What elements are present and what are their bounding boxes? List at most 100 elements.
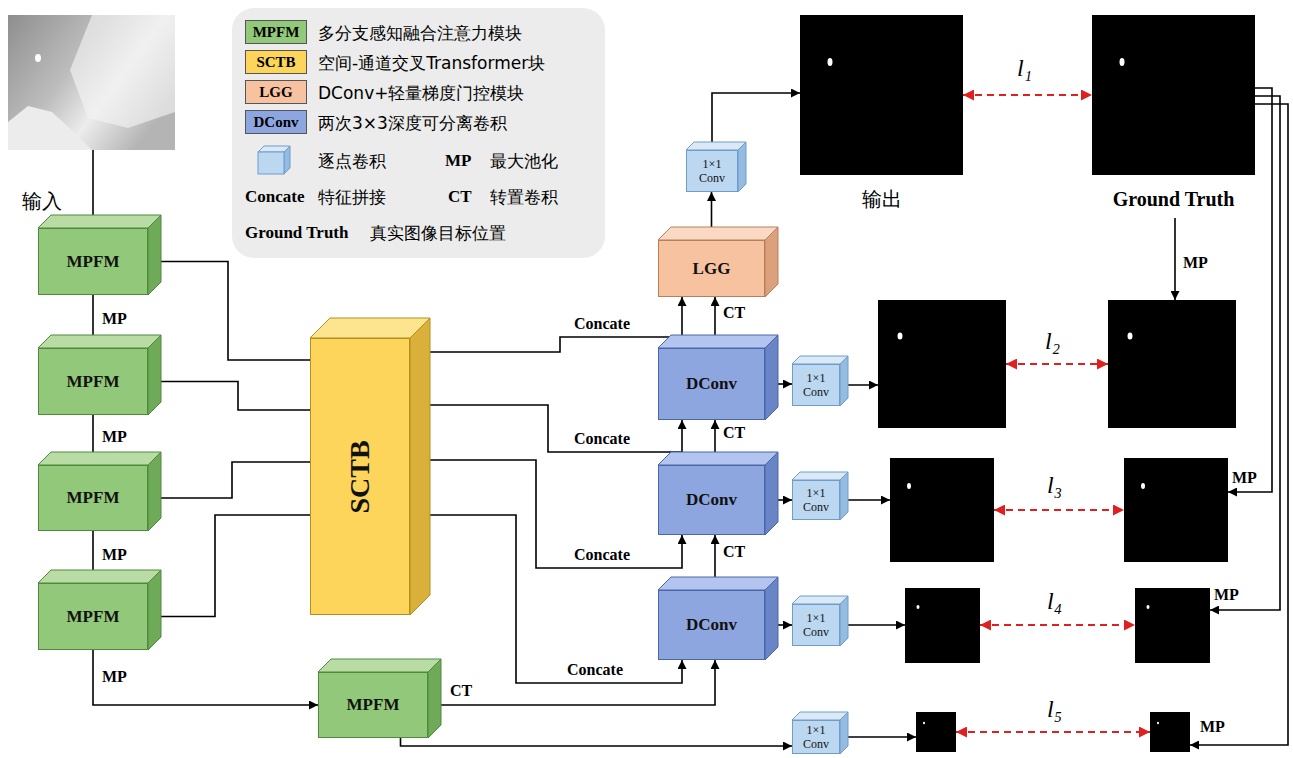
input-image-node: 输入 (8, 15, 175, 150)
edge-label: Concate (572, 430, 632, 448)
legend-text: 空间-通道交叉Transformer块 (318, 52, 545, 74)
cube-side (840, 356, 848, 406)
connector-arrow (712, 93, 800, 150)
legend-panel (232, 8, 605, 258)
cube-side (148, 215, 161, 295)
free-label: 特征拼接 (318, 186, 386, 208)
loss-links (956, 364, 1150, 732)
block-label: 1×1 Conv (799, 371, 833, 399)
connector-arrow (410, 515, 682, 683)
image-caption: Ground Truth (1092, 188, 1255, 211)
free-label: l₃ (1047, 472, 1062, 500)
connector-arrow (148, 262, 310, 361)
legend-swatch: LGG (245, 80, 307, 104)
cube-side (148, 570, 161, 650)
pointwise-conv-block: 1×1 Conv (686, 150, 738, 192)
connector-arrow (148, 515, 310, 617)
cube-top (792, 596, 848, 604)
block-label: 1×1 Conv (799, 486, 833, 514)
swatch-abbreviation: LGG (259, 84, 292, 101)
mpfm-block: MPFM (38, 228, 148, 295)
cube-top (38, 215, 161, 228)
legend-text: 两次3×3深度可分离卷积 (318, 112, 507, 134)
cube-side (765, 452, 778, 535)
mask-images (800, 15, 1255, 752)
swatch-abbreviation: DConv (253, 114, 298, 131)
sctb-block: SCTB (310, 338, 410, 615)
free-label: l₅ (1047, 696, 1062, 724)
block-label: 1×1 Conv (799, 611, 833, 639)
mpfm-block: MPFM (318, 672, 428, 738)
cube-top (310, 318, 430, 338)
output-image-node: 输出 (800, 15, 963, 175)
connector-arrow (410, 297, 682, 352)
block-label: MPFM (67, 607, 120, 627)
cube-top (658, 577, 778, 590)
legend-swatch: SCTB (245, 50, 307, 74)
loss-label: l₁ (1015, 55, 1034, 83)
free-label: l₄ (1047, 588, 1062, 616)
connector-arrow (148, 382, 310, 411)
block-label: 1×1 Conv (799, 723, 833, 751)
connector-arrow (93, 650, 318, 705)
cube-side (765, 577, 778, 660)
cube-top (686, 142, 746, 150)
legend-text: 逐点卷积 (318, 150, 386, 172)
connector-arrow (410, 460, 682, 568)
cube-side (428, 659, 441, 738)
cube-top (38, 452, 161, 465)
cube-top (792, 356, 848, 364)
edge-label: MP (100, 668, 129, 686)
pointwise-conv-block: 1×1 Conv (792, 364, 840, 406)
legend-text: DConv+轻量梯度门控模块 (318, 82, 524, 104)
dconv-block: DConv (658, 348, 765, 420)
input-image (8, 15, 175, 150)
free-label: MP (445, 150, 471, 172)
mpfm-block: MPFM (38, 348, 148, 415)
edge-label: MP (100, 546, 129, 564)
cube-side (148, 335, 161, 415)
cube-top (792, 712, 848, 720)
edge-label: Concate (565, 661, 625, 679)
lgg-block: LGG (658, 240, 765, 297)
edge-label: CT (721, 304, 747, 322)
cube-side (148, 452, 161, 531)
cube-side (840, 712, 848, 754)
connector-arrow (410, 405, 682, 452)
loss-connector (963, 94, 1092, 96)
cube-side (765, 227, 778, 297)
cube-top (658, 335, 778, 348)
image-caption: 输入 (22, 188, 62, 215)
free-label: MP (1183, 252, 1208, 274)
cube-top (658, 227, 778, 240)
free-label: MP (1232, 467, 1257, 489)
free-label: MP (1200, 716, 1225, 738)
edge-label: MP (100, 428, 129, 446)
swatch-abbreviation: SCTB (256, 54, 295, 71)
edge-label: MP (100, 310, 129, 328)
dconv-block: DConv (658, 465, 765, 535)
mpfm-block: MPFM (38, 465, 148, 531)
cube-side (738, 142, 746, 192)
cube-side (410, 318, 430, 615)
free-label: Concate (245, 186, 304, 208)
block-label: MPFM (67, 372, 120, 392)
free-label: 转置卷积 (490, 186, 558, 208)
free-label: MP (1214, 584, 1239, 606)
legend-text: 多分支感知融合注意力模块 (318, 22, 522, 44)
pointwise-conv-block: 1×1 Conv (792, 720, 840, 754)
block-label: LGG (693, 259, 731, 279)
free-label: 最大池化 (490, 150, 558, 172)
block-label: SCTB (344, 440, 376, 513)
ground-truth-node: Ground Truth (1092, 15, 1255, 175)
pointwise-conv-block: 1×1 Conv (792, 480, 840, 520)
edge-label: Concate (572, 546, 632, 564)
cube-side (765, 335, 778, 420)
block-label: MPFM (67, 488, 120, 508)
legend-swatch: MPFM (245, 20, 307, 44)
pointwise-conv-block: 1×1 Conv (792, 604, 840, 646)
block-label: DConv (686, 615, 737, 635)
